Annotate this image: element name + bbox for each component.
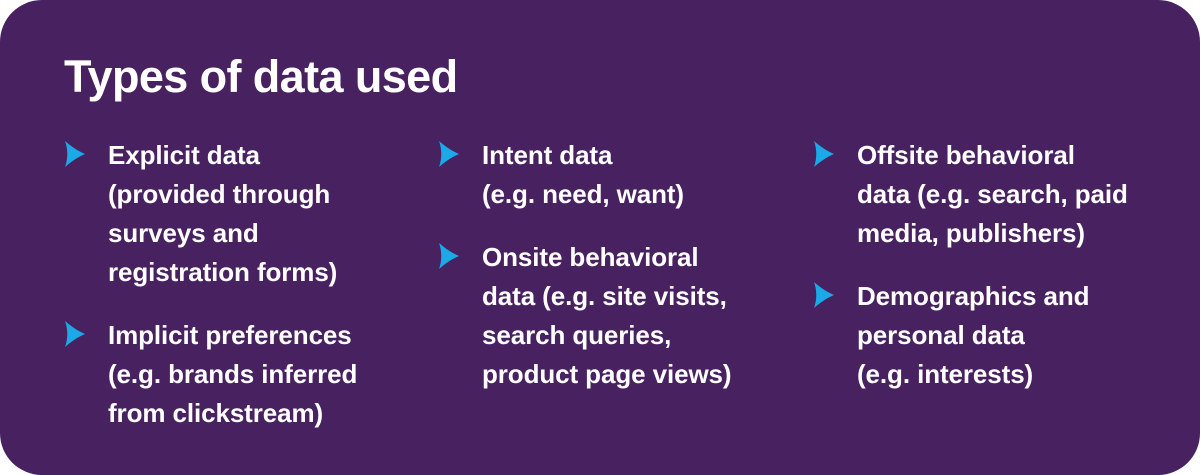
list-item-label: Intent data (e.g. need, want): [482, 140, 684, 209]
bullet-column-3: Offsite behavioral data (e.g. search, pa…: [813, 136, 1153, 394]
list-item-label: Demographics and personal data (e.g. int…: [857, 281, 1090, 389]
list-item-label: Offsite behavioral data (e.g. search, pa…: [857, 140, 1128, 248]
list-item-label: Onsite behavioral data (e.g. site visits…: [482, 242, 732, 389]
list-item: Demographics and personal data (e.g. int…: [813, 277, 1153, 394]
list-item: Explicit data (provided through surveys …: [64, 136, 394, 292]
bullet-column-1: Explicit data (provided through surveys …: [64, 136, 394, 433]
arrow-right-icon: [64, 320, 86, 348]
arrow-right-icon: [813, 140, 835, 168]
arrow-right-icon: [64, 140, 86, 168]
list-item-label: Implicit preferences (e.g. brands inferr…: [108, 320, 358, 428]
arrow-right-icon: [438, 242, 460, 270]
arrow-right-icon: [438, 140, 460, 168]
bullet-column-2: Intent data (e.g. need, want) Onsite beh…: [438, 136, 768, 394]
list-item: Onsite behavioral data (e.g. site visits…: [438, 238, 768, 394]
page-title: Types of data used: [64, 51, 458, 102]
arrow-right-icon: [813, 281, 835, 309]
list-item: Implicit preferences (e.g. brands inferr…: [64, 316, 394, 433]
list-item: Intent data (e.g. need, want): [438, 136, 768, 214]
list-item: Offsite behavioral data (e.g. search, pa…: [813, 136, 1153, 253]
list-item-label: Explicit data (provided through surveys …: [108, 140, 338, 287]
